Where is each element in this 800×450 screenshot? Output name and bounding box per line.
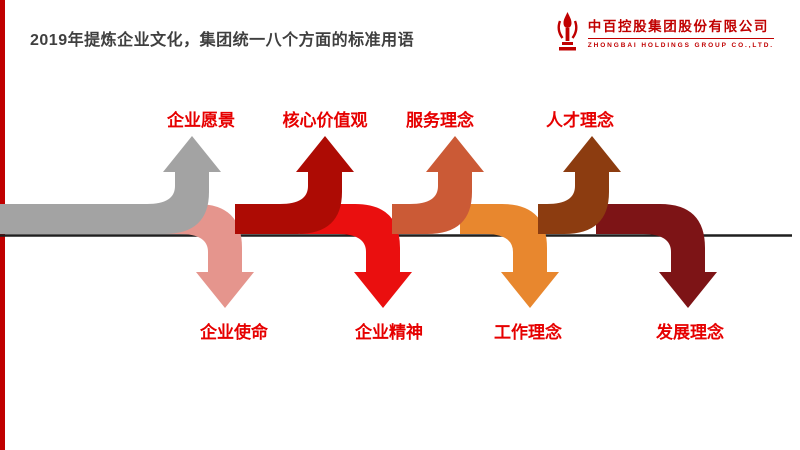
label-vision: 企业愿景 — [167, 111, 235, 130]
arrow-vision — [0, 136, 221, 234]
label-development: 发展理念 — [656, 323, 724, 342]
slide-title: 2019年提炼企业文化，集团统一八个方面的标准用语 — [30, 32, 415, 49]
label-spirit: 企业精神 — [355, 323, 423, 342]
label-work: 工作理念 — [494, 323, 562, 342]
arrow-talent — [538, 136, 621, 234]
arrow-development — [596, 204, 717, 308]
company-logo-icon — [557, 12, 578, 51]
label-talent: 人才理念 — [546, 111, 614, 130]
arrow-core-values — [235, 136, 354, 234]
label-service: 服务理念 — [406, 111, 474, 130]
company-name-cn: 中百控股集团股份有限公司 — [587, 15, 774, 39]
company-logo: 中百控股集团股份有限公司 ZHONGBAI HOLDINGS GROUP CO.… — [554, 11, 774, 53]
label-core-values: 核心价值观 — [282, 111, 368, 130]
arrow-spirit — [300, 204, 412, 308]
arrow-service — [392, 136, 484, 234]
company-name-en: ZHONGBAI HOLDINGS GROUP CO.,LTD. — [587, 42, 774, 49]
arrow-work — [460, 204, 559, 308]
label-mission: 企业使命 — [200, 323, 268, 342]
company-logo-text: 中百控股集团股份有限公司 ZHONGBAI HOLDINGS GROUP CO.… — [587, 15, 774, 49]
